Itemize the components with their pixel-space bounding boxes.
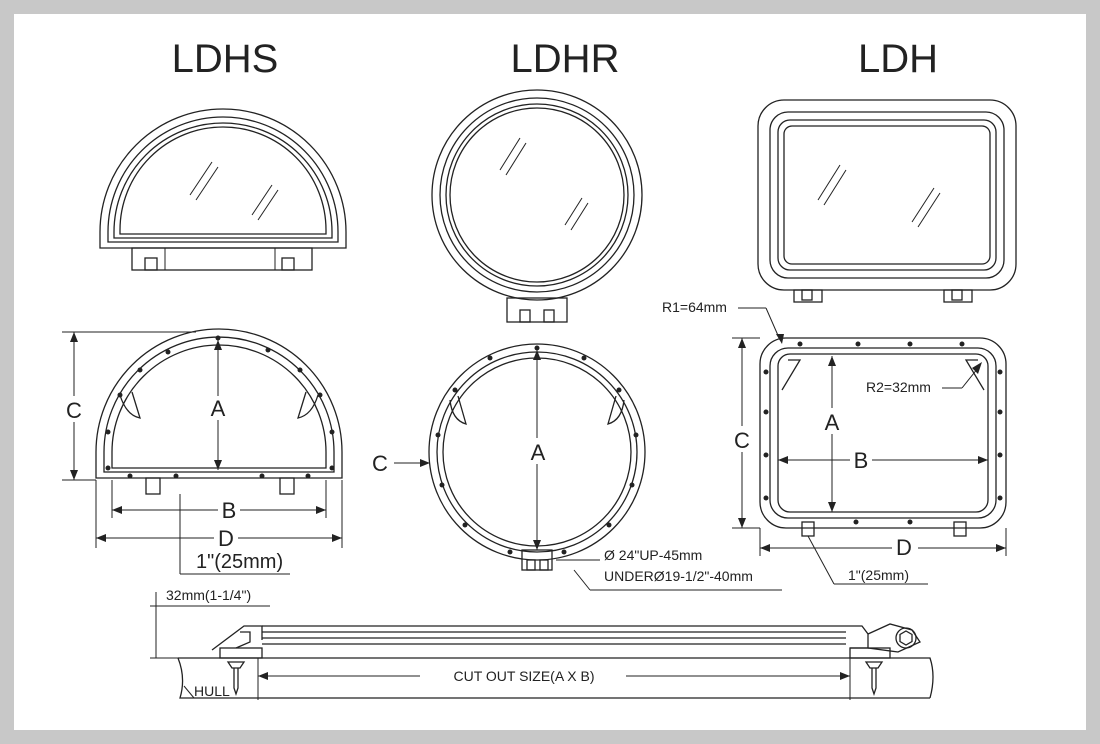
ldh-note-r2: R2=32mm <box>866 379 931 395</box>
ldhs-dim-b: B <box>222 498 237 523</box>
ldh-dim-d: D <box>896 535 912 560</box>
hull-label: HULL <box>194 683 230 699</box>
ldh-note-r1: R1=64mm <box>662 299 727 315</box>
ldhr-note-up: Ø 24"UP-45mm <box>604 547 702 563</box>
ldhs-dim-d: D <box>218 526 234 551</box>
ldhs-dim-a: A <box>211 396 226 421</box>
ldh-dim-b: B <box>854 448 869 473</box>
ldhr-dim-c: C <box>372 451 388 476</box>
ldhs-hinge-offset: 1"(25mm) <box>196 551 283 573</box>
title-ldhs: LDHS <box>172 37 279 81</box>
ldhs-dim-c: C <box>66 398 82 423</box>
ldhr-bottom-view: A C Ø 24"UP-45mm UNDERØ19-1/2"-40mm <box>372 343 782 591</box>
ldhs-bottom-view: A C B D 1"(25mm) <box>60 328 343 575</box>
ldh-dim-a: A <box>825 410 840 435</box>
ldhr-note-under: UNDERØ19-1/2"-40mm <box>604 568 753 584</box>
profile-height-label: 32mm(1-1/4") <box>166 587 251 603</box>
drawing-sheet <box>14 14 1086 730</box>
ldh-hinge-offset: 1"(25mm) <box>848 567 909 583</box>
ldh-dim-c: C <box>734 428 750 453</box>
ldhs-top-view <box>99 108 347 271</box>
cut-out-size-label: CUT OUT SIZE(A X B) <box>453 668 594 684</box>
ldh-top-view <box>757 99 1017 303</box>
title-ldhr: LDHR <box>511 37 620 81</box>
title-ldh: LDH <box>858 37 938 81</box>
ldhr-dim-a: A <box>531 440 546 465</box>
ldhr-top-view <box>431 89 643 323</box>
profile-section-view: CUT OUT SIZE(A X B) HULL 32mm(1-1/4") <box>150 587 934 700</box>
ldh-bottom-view: A B C D 1"(25mm) R1=64mm R2=32mm <box>662 299 1007 585</box>
